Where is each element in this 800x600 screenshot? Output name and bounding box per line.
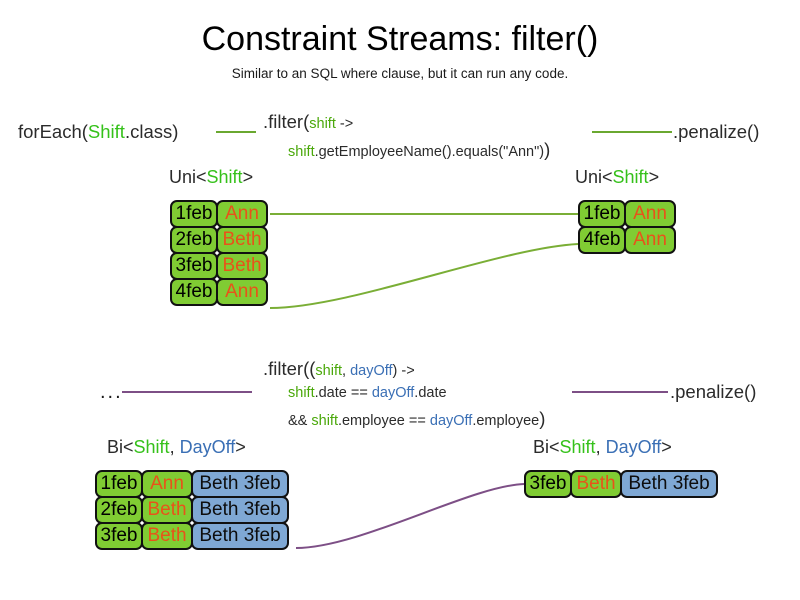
foreach-label: forEach(Shift.class) [18, 121, 179, 142]
bi-left-cell-name: Ann [141, 470, 193, 498]
bi-left-stream-label: Bi<Shift, DayOff> [107, 437, 246, 457]
bi-filter-line3: && shift.employee == dayOff.employee) [288, 408, 546, 429]
bi-left-cell-date: 2feb [95, 496, 143, 524]
uni-right-cell-name: Ann [624, 200, 676, 228]
bi-filter-line2: shift.date == dayOff.date [288, 385, 447, 401]
uni-filter-line2: shift.getEmployeeName().equals("Ann")) [288, 139, 551, 160]
uni-right-cell-date: 4feb [578, 226, 626, 254]
uni-right-cell-name: Ann [624, 226, 676, 254]
bi-left-cell-date: 1feb [95, 470, 143, 498]
uni-right-stream-label: Uni<Shift> [575, 167, 660, 187]
uni-left-cell-date: 3feb [170, 252, 218, 280]
bi-penalize-label: .penalize() [670, 381, 757, 402]
uni-left-cell-date: 1feb [170, 200, 218, 228]
bi-right-cell-name: Beth [570, 470, 622, 498]
uni-left-cell-date: 4feb [170, 278, 218, 306]
bi-left-cell-pair: Beth 3feb [191, 470, 289, 498]
wire-uni-4feb [269, 243, 579, 309]
bi-filter-line1: .filter((shift, dayOff) -> [263, 358, 415, 379]
uni-right-cell-date: 1feb [578, 200, 626, 228]
bi-right-cell-pair: Beth 3feb [620, 470, 718, 498]
bi-left-cell-name: Beth [141, 496, 193, 524]
uni-left-cell-name: Ann [216, 278, 268, 306]
uni-left-stream-label: Uni<Shift> [169, 167, 254, 187]
bi-source-ellipsis: ... [100, 381, 123, 403]
uni-penalize-label: .penalize() [673, 121, 760, 142]
page-subtitle: Similar to an SQL where clause, but it c… [231, 66, 569, 81]
bi-right-cell-date: 3feb [524, 470, 572, 498]
bi-left-cell-date: 3feb [95, 522, 143, 550]
uni-left-cell-name: Ann [216, 200, 268, 228]
uni-filter-line1: .filter(shift -> [263, 111, 354, 132]
page-title: Constraint Streams: filter() [201, 20, 599, 58]
bi-left-cell-pair: Beth 3feb [191, 522, 289, 550]
uni-left-cell-date: 2feb [170, 226, 218, 254]
wire-bi-3feb [295, 483, 525, 549]
bi-right-stream-label: Bi<Shift, DayOff> [533, 437, 672, 457]
uni-left-cell-name: Beth [216, 252, 268, 280]
bi-left-cell-name: Beth [141, 522, 193, 550]
uni-left-cell-name: Beth [216, 226, 268, 254]
bi-left-cell-pair: Beth 3feb [191, 496, 289, 524]
